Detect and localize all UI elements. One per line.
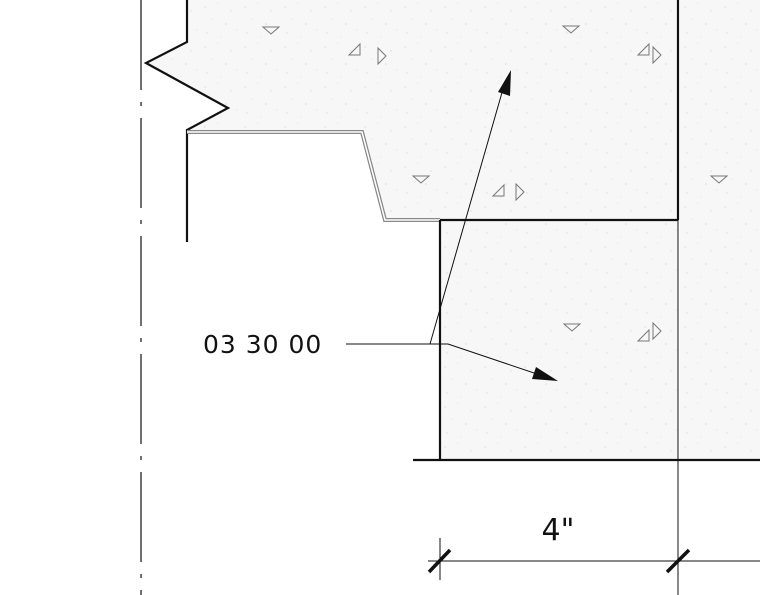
dimension-tick-left bbox=[427, 548, 452, 574]
arrowhead-up bbox=[498, 70, 511, 96]
aggregate-symbols bbox=[261, 25, 729, 342]
right-concrete-region bbox=[680, 0, 760, 460]
dimension-label: 4" bbox=[542, 513, 575, 548]
arrowhead-right bbox=[532, 367, 558, 381]
concrete-fill bbox=[146, 0, 760, 460]
dimension-tick-right bbox=[665, 548, 691, 574]
break-line bbox=[143, 0, 231, 242]
dimension: 4" bbox=[427, 513, 760, 580]
keynote-label: 03 30 00 bbox=[203, 330, 322, 359]
upper-concrete-region bbox=[146, 0, 678, 220]
lower-concrete-region bbox=[440, 220, 678, 460]
joint-double-line bbox=[187, 130, 440, 222]
keynote-leader bbox=[346, 70, 558, 381]
concrete-outlines bbox=[413, 0, 760, 595]
